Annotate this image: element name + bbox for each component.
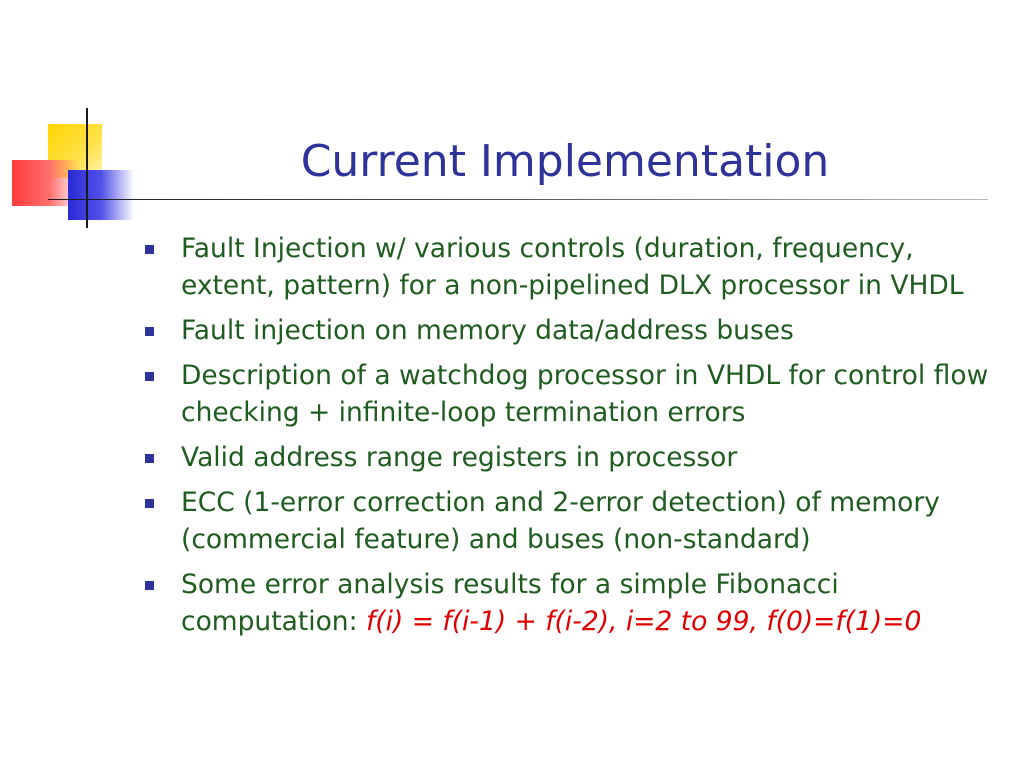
bullet-item: Fault Injection w/ various controls (dur… [140,230,1000,304]
square-bullet-icon [145,454,154,463]
square-bullet-icon [145,499,154,508]
decorative-vertical-line [86,108,88,228]
square-bullet-icon [145,245,154,254]
bullet-list: Fault Injection w/ various controls (dur… [140,230,1000,648]
bullet-item: Description of a watchdog processor in V… [140,357,1000,431]
square-bullet-icon [145,581,154,590]
bullet-item: Valid address range registers in process… [140,439,1000,476]
bullet-text: Fault Injection w/ various controls (dur… [181,233,964,301]
bullet-item: Fault injection on memory data/address b… [140,312,1000,349]
square-bullet-icon [145,327,154,336]
bullet-text: ECC (1-error correction and 2-error dete… [181,487,940,555]
bullet-item: Some error analysis results for a simple… [140,566,1000,640]
title-underline [48,199,988,200]
bullet-text: Fault injection on memory data/address b… [181,315,794,346]
slide-title: Current Implementation [300,136,830,187]
bullet-text: Description of a watchdog processor in V… [181,360,989,428]
square-bullet-icon [145,372,154,381]
decorative-blue-square [68,170,134,220]
bullet-item: ECC (1-error correction and 2-error dete… [140,484,1000,558]
bullet-text: Valid address range registers in process… [181,442,738,473]
fibonacci-formula: f(i) = f(i-1) + f(i-2), i=2 to 99, f(0)=… [365,606,922,637]
bullet-text: Some error analysis results for a simple… [181,569,839,637]
